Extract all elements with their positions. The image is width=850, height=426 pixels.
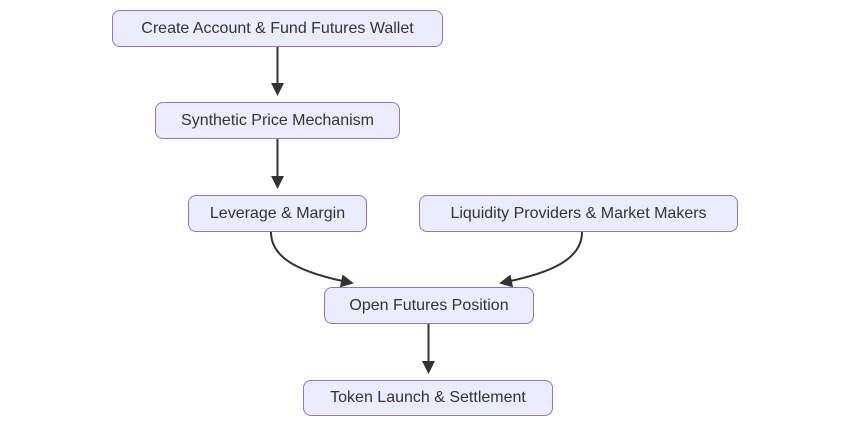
node-liquidity-providers: Liquidity Providers & Market Makers: [419, 195, 738, 232]
edge-liquidity-to-open: [499, 231, 583, 288]
node-token-launch-settlement: Token Launch & Settlement: [303, 380, 553, 416]
node-token-launch-settlement-label: Token Launch & Settlement: [330, 389, 526, 406]
node-liquidity-providers-label: Liquidity Providers & Market Makers: [450, 204, 707, 222]
node-leverage-margin: Leverage & Margin: [188, 195, 367, 232]
node-open-futures-position: Open Futures Position: [324, 287, 534, 324]
edge-leverage-to-open: [270, 231, 354, 288]
node-leverage-margin-label: Leverage & Margin: [209, 204, 346, 222]
node-open-futures-position-label: Open Futures Position: [349, 296, 509, 314]
node-synthetic-price-mechanism-label: Synthetic Price Mechanism: [181, 111, 374, 129]
node-create-account: Create Account & Fund Futures Wallet: [112, 10, 443, 47]
node-create-account-label: Create Account & Fund Futures Wallet: [141, 19, 414, 37]
node-synthetic-price-mechanism: Synthetic Price Mechanism: [155, 102, 400, 139]
